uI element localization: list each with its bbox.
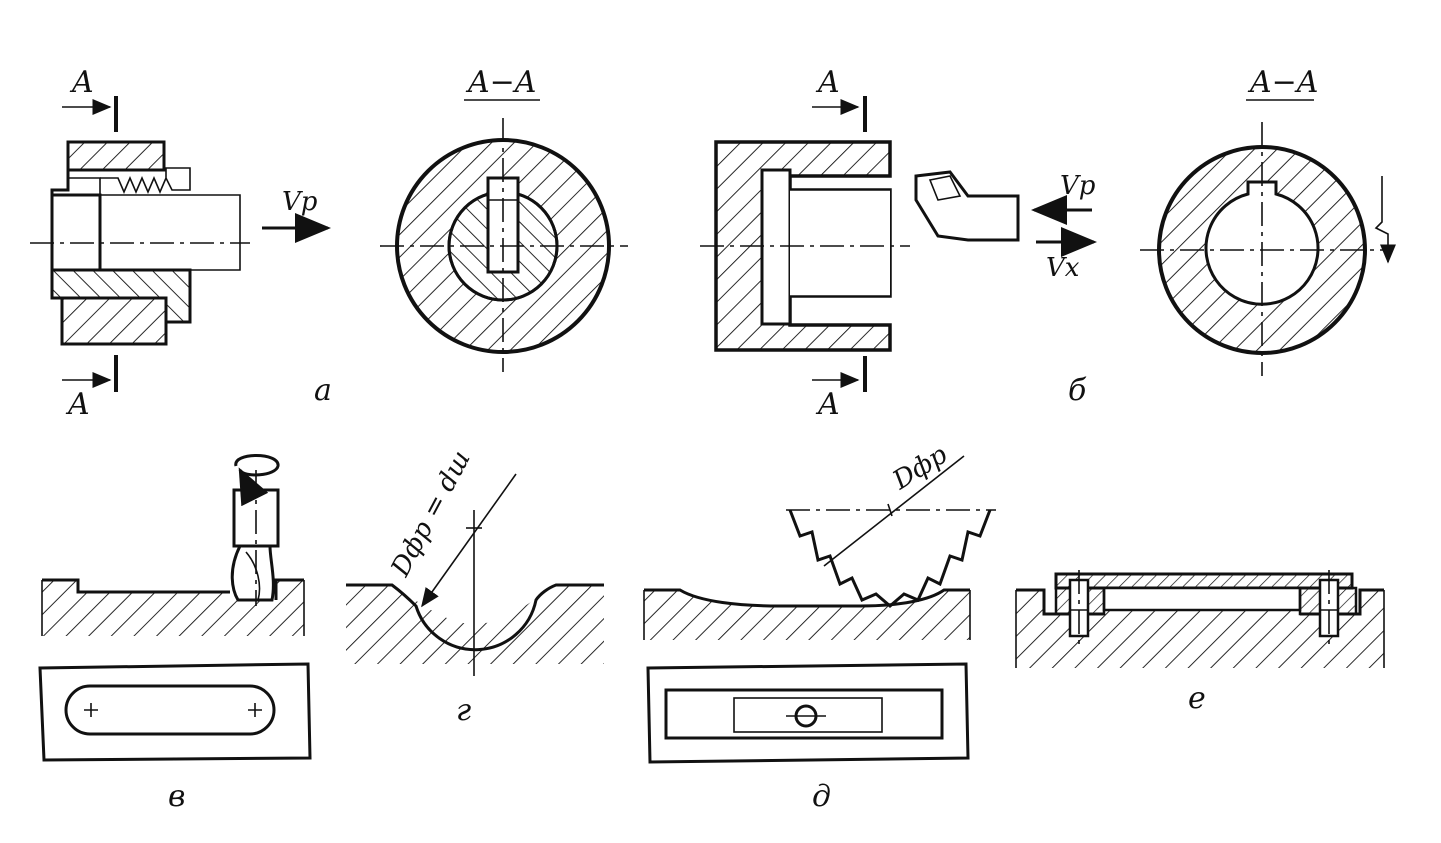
- rotation-arrow-icon: [234, 454, 280, 507]
- keyway-b: [760, 168, 792, 326]
- cutter-plan-d: [733, 697, 883, 733]
- workpiece-v-surface: [42, 578, 230, 594]
- figure-e: е: [1015, 570, 1385, 716]
- label-e: е: [1188, 681, 1206, 716]
- feed-arrow-vertical: [1374, 176, 1396, 264]
- figure-g: Dфр = dш г: [346, 446, 604, 728]
- figure-a-side-view: A Vp A: [30, 65, 331, 422]
- velocity-b-feed: Vp: [1060, 171, 1096, 201]
- end-mill-flute-line: [245, 551, 261, 601]
- label-d: д: [812, 779, 831, 814]
- diameter-line-d: [823, 455, 965, 567]
- section-mark-b-top: A: [815, 65, 840, 100]
- section-title-b: A−A: [1247, 65, 1318, 100]
- workpiece-v-right: [274, 578, 304, 600]
- housing-inner: [68, 177, 101, 270]
- figure-a-section: A−A а: [314, 65, 628, 408]
- section-mark-b-bottom: A: [815, 387, 840, 422]
- velocity-b-return: Vx: [1046, 253, 1080, 283]
- thread: [100, 167, 191, 195]
- figure-b-section: A−A б: [1068, 65, 1396, 408]
- figure-v: в: [38, 454, 312, 814]
- workpiece-d-surface: [644, 588, 970, 608]
- figure-b-side-view: A Vp Vx A: [700, 65, 1097, 422]
- plan-v-outline: [38, 662, 312, 762]
- shaft-body: [100, 194, 241, 271]
- slot-plan-v: [64, 684, 276, 736]
- workpiece-v: [42, 580, 304, 636]
- label-b: б: [1068, 373, 1087, 408]
- end-mill-flutes: [230, 545, 275, 602]
- label-v: в: [168, 779, 185, 814]
- cover-plate: [1054, 572, 1354, 590]
- slot-plan-d: [664, 688, 944, 740]
- label-g: г: [456, 693, 471, 728]
- profile-g: [346, 583, 604, 652]
- radius-line-g: [421, 473, 517, 608]
- slotting-tool: [914, 170, 1020, 242]
- center-mark-right: [248, 703, 262, 717]
- diameter-label-g: Dфр = dш: [385, 446, 476, 582]
- diameter-label-d: Dфр: [887, 440, 953, 497]
- velocity-a-feed: Vp: [282, 187, 318, 217]
- shaft-head: [50, 193, 102, 272]
- label-a: а: [314, 373, 332, 408]
- plan-d-outline: [646, 662, 970, 764]
- figure-d: Dфр д: [643, 440, 996, 814]
- workpiece-g: [346, 585, 604, 664]
- workpiece-d: [644, 590, 970, 640]
- cutter-teeth: [788, 509, 992, 608]
- section-title-a: A−A: [465, 65, 536, 100]
- section-mark-a-bottom: A: [65, 387, 90, 422]
- lower-jaw: [60, 296, 168, 346]
- bore-b: [790, 190, 890, 296]
- tool-edge: [928, 175, 962, 201]
- center-d: [887, 503, 893, 517]
- center-mark-left: [84, 703, 98, 717]
- upper-jaw: [66, 140, 166, 172]
- insert-slot: [1102, 586, 1302, 612]
- section-mark-a-top: A: [69, 65, 94, 100]
